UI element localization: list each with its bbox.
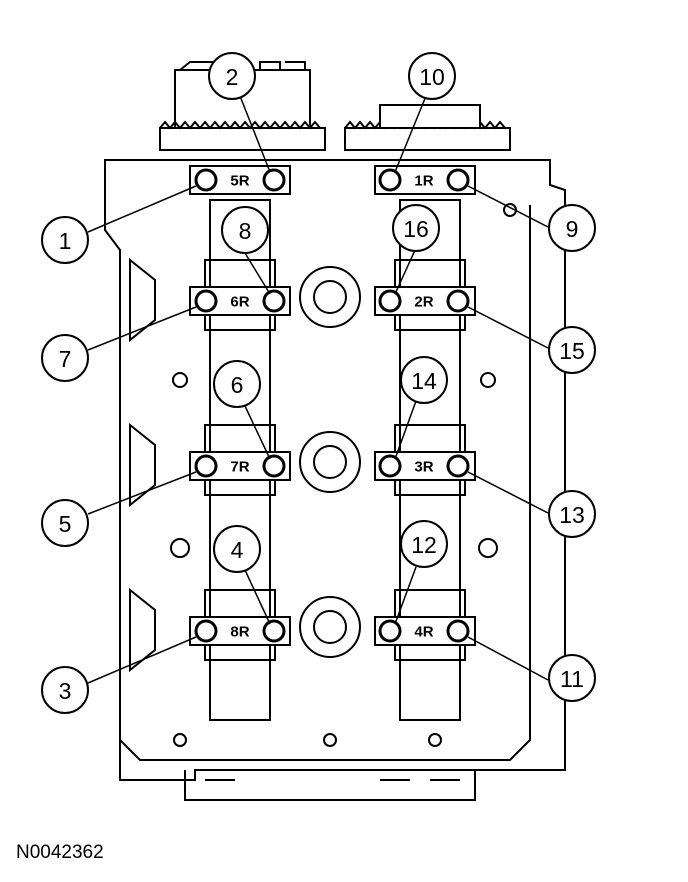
callout-14: 14 [411, 368, 437, 394]
callout-1: 1 [59, 228, 72, 254]
callout-11: 11 [560, 666, 584, 692]
callout-circles [41, 52, 596, 714]
callout-4: 4 [231, 537, 244, 563]
cap-label-2r: 2R [414, 294, 433, 311]
spark-plug-bores [299, 266, 361, 658]
callout-10: 10 [419, 64, 445, 90]
callout-7: 7 [59, 346, 72, 372]
cap-label-8r: 8R [230, 624, 249, 641]
callout-2: 2 [226, 64, 239, 90]
cap-bolts [194, 168, 470, 643]
callout-9: 9 [566, 216, 579, 242]
cap-label-7r: 7R [230, 459, 249, 476]
callout-8: 8 [239, 218, 252, 244]
callout-13: 13 [559, 502, 585, 528]
right-cam-sprocket [344, 104, 511, 151]
leader-lines [87, 95, 549, 684]
callout-3: 3 [59, 678, 72, 704]
cap-label-5r: 5R [230, 173, 249, 190]
callout-5: 5 [59, 511, 72, 537]
figure-reference-number: N0042362 [16, 842, 104, 863]
cap-label-1r: 1R [414, 173, 433, 190]
head-bolt-holes [170, 203, 517, 747]
callout-16: 16 [403, 216, 429, 242]
callout-12: 12 [411, 532, 437, 558]
cap-label-4r: 4R [414, 624, 433, 641]
intake-ports [129, 257, 156, 673]
cap-label-6r: 6R [230, 294, 249, 311]
callout-6: 6 [231, 372, 244, 398]
callout-15: 15 [559, 338, 585, 364]
cap-label-3r: 3R [414, 459, 433, 476]
